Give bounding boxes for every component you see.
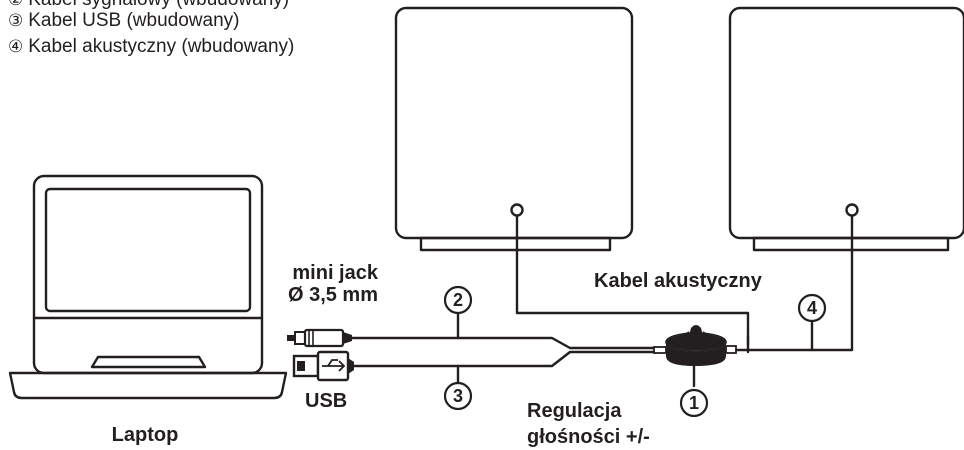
legend-text: Kabel USB (wbudowany) [28,10,240,31]
left-speaker-socket [510,203,524,217]
volume-control [653,325,737,366]
volume-label-line1: Regulacja [527,400,622,422]
laptop-screen [44,187,252,313]
legend-text: Kabel akustyczny (wbudowany) [28,36,295,57]
legend-marker: ④ [8,37,24,57]
usb-label: USB [305,390,348,412]
speaker-cable-right [726,214,854,352]
callout-1-number: 1 [689,393,699,413]
right-speaker [728,6,964,252]
speaker-cable-label: Kabel akustyczny [594,270,762,292]
callout-2 [443,285,473,315]
callout-3 [443,381,473,411]
volume-control-label: Regulacja głośności +/- [527,398,650,450]
volume-label-line2: głośności +/- [527,426,650,448]
signal-cable [348,336,668,350]
callout-1 [679,388,709,418]
left-speaker [394,6,634,252]
callout-4-number: 4 [807,298,817,318]
usb-symbol-icon [322,359,346,372]
legend-marker: ③ [8,11,24,31]
laptop [8,174,288,400]
laptop-touchpad [90,355,207,369]
signal-cable-upper [515,214,750,347]
mini-jack-label-line1: mini jack [292,262,378,284]
mini-jack-label-line2: Ø 3,5 mm [287,284,378,306]
usb-plug [292,350,354,382]
mini-jack-plug [287,328,352,348]
laptop-label: Laptop [111,424,179,446]
mini-jack-label: mini jack Ø 3,5 mm [230,262,378,306]
volume-knob-icon [689,325,703,336]
right-speaker-socket [845,203,859,217]
callout-2-number: 2 [453,290,463,310]
legend-item-signal-cable: ② Kabel sygnałowy (wbudowany) [8,0,289,11]
legend-text: Kabel sygnałowy (wbudowany) [28,0,289,10]
callout-3-number: 3 [453,386,463,406]
callout-4 [797,293,827,323]
legend-marker: ② [8,0,24,10]
usb-cable [348,350,668,368]
